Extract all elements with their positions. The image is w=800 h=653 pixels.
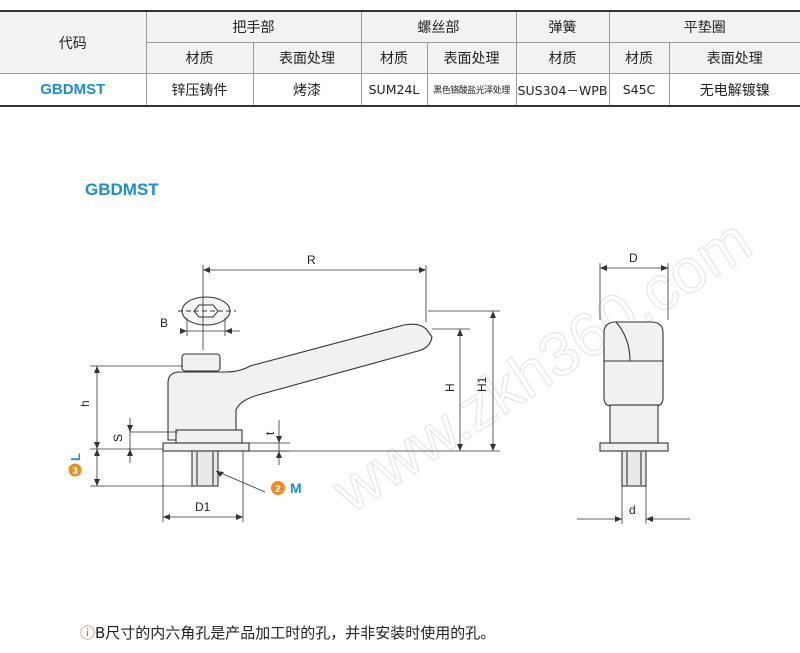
- dim-L: L: [68, 453, 83, 461]
- header-code: 代码: [0, 10, 147, 74]
- dim-B: B: [160, 316, 168, 330]
- dim-H: H: [443, 383, 457, 392]
- washer: [162, 442, 250, 452]
- row-code: GBDMST: [0, 73, 147, 107]
- note-text: B尺寸的内六角孔是产品加工时的孔，并非安装时使用的孔。: [95, 624, 496, 642]
- dim-D1: D1: [195, 500, 211, 514]
- header-screw: 螺丝部: [360, 10, 517, 43]
- marker-2-icon: [271, 481, 285, 495]
- header-screw-surface: 表面处理: [426, 42, 517, 74]
- dim-h: h: [78, 400, 92, 407]
- hex-boss: [181, 353, 221, 372]
- front-stud: [621, 450, 647, 487]
- marker-L-number: 3: [72, 466, 78, 477]
- dim-t: t: [263, 431, 277, 435]
- dim-M: M: [290, 480, 302, 496]
- side-view: [162, 323, 433, 487]
- dim-S: S: [111, 434, 125, 442]
- marker-M-number: 2: [275, 484, 281, 495]
- hex-socket-view: [178, 296, 236, 326]
- front-body: [603, 360, 664, 407]
- row-spring-material: SUS304－WPB: [515, 73, 610, 107]
- row-handle-surface: 烤漆: [252, 73, 362, 107]
- thread-stud: [191, 450, 219, 487]
- row-screw-material: SUM24L: [360, 73, 428, 107]
- dim-D: D: [629, 251, 638, 265]
- hub: [175, 429, 243, 444]
- header-handle-material: 材质: [145, 42, 254, 74]
- front-top: [603, 321, 664, 362]
- marker-L: 3 L: [68, 453, 83, 477]
- warning-icon: ⓘ: [80, 624, 96, 642]
- dim-d: d: [629, 503, 636, 517]
- header-handle-surface: 表面处理: [252, 42, 362, 74]
- header-washer-surface: 表面处理: [668, 42, 800, 74]
- marker-3-icon: [68, 463, 82, 477]
- header-washer: 平垫圈: [608, 10, 800, 43]
- spec-table: 代码 把手部 螺丝部 弹簧 平垫圈 材质 表面处理 材质 表面处理 材质 材质 …: [0, 10, 800, 107]
- row-washer-material: S45C: [608, 73, 670, 107]
- dim-H1: H1: [475, 376, 489, 392]
- dim-R: R: [307, 253, 316, 267]
- front-view: [599, 321, 669, 487]
- header-spring-material: 材质: [515, 42, 610, 74]
- header-screw-material: 材质: [360, 42, 428, 74]
- row-screw-surface: 黑色铬酸盐光泽处理: [426, 73, 517, 107]
- front-hub: [609, 404, 659, 444]
- note: ⓘB尺寸的内六角孔是产品加工时的孔，并非安装时使用的孔。: [80, 622, 495, 643]
- header-washer-material: 材质: [608, 42, 670, 74]
- watermark: www.zkh360.com: [320, 206, 763, 527]
- marker-M: 2 M: [271, 480, 302, 496]
- row-washer-surface: 无电解镀镍: [668, 73, 800, 107]
- handle-body: [167, 323, 433, 441]
- section-title: GBDMST: [85, 180, 159, 199]
- front-washer: [599, 442, 669, 452]
